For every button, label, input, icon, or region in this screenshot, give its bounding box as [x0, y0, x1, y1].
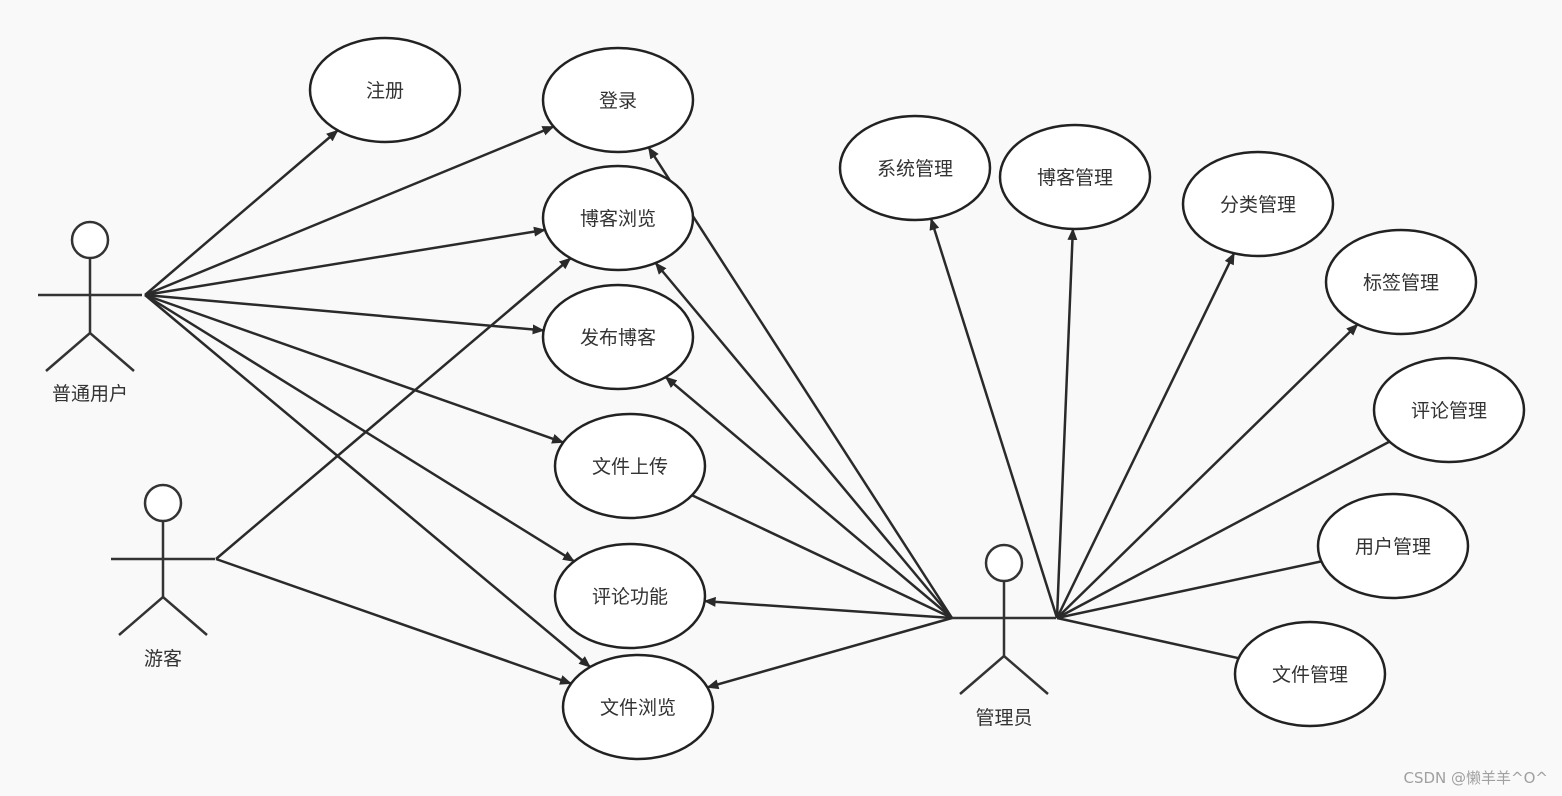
edge-admin-to-file_mgmt — [1056, 616, 1239, 660]
use-case-label: 博客管理 — [1037, 167, 1113, 189]
edge-normal_user-to-comment — [144, 293, 575, 563]
use-case-label: 博客浏览 — [580, 208, 656, 230]
actor-legs — [118, 595, 208, 636]
use-case-blog-browse: 博客浏览 — [541, 164, 695, 272]
edge-guest-to-file_browse — [215, 557, 573, 685]
actor-legs — [45, 331, 135, 372]
actor-legs — [959, 654, 1049, 695]
edge-admin-to-comment — [703, 596, 953, 620]
use-case-file-browse: 文件浏览 — [561, 653, 715, 761]
use-case-label: 文件管理 — [1272, 664, 1348, 686]
actor-head — [70, 220, 110, 260]
edge-admin-to-file_browse — [706, 616, 953, 690]
edge-admin-to-publish_blog — [664, 376, 953, 619]
actor-head — [143, 483, 183, 523]
use-case-label: 登录 — [599, 90, 637, 112]
use-case-label: 标签管理 — [1363, 272, 1439, 294]
use-case-ellipse — [308, 36, 462, 144]
use-case-ellipse — [1316, 492, 1470, 600]
watermark: CSDN @懒羊羊^O^ — [1403, 769, 1548, 787]
use-case-label: 发布博客 — [580, 327, 656, 349]
actor-guest: 游客 — [111, 483, 215, 670]
edge-guest-to-blog_browse — [215, 257, 572, 560]
edge-admin-to-login — [647, 146, 954, 619]
use-case-ellipse — [1233, 620, 1387, 728]
use-case-ellipse — [838, 114, 992, 222]
use-case-file-upload: 文件上传 — [553, 412, 707, 520]
edge-admin-to-user_mgmt — [1056, 560, 1322, 620]
use-case-ellipse — [541, 164, 695, 272]
use-case-label: 评论功能 — [592, 586, 668, 608]
edge-admin-to-blog_mgmt — [1055, 227, 1078, 619]
use-case-tag-mgmt: 标签管理 — [1324, 228, 1478, 336]
use-case-blog-mgmt: 博客管理 — [998, 123, 1152, 231]
edge-normal_user-to-login — [144, 125, 555, 297]
use-case-ellipse — [1181, 150, 1335, 258]
edge-admin-to-tag_mgmt — [1056, 323, 1359, 619]
use-case-system-mgmt: 系统管理 — [838, 114, 992, 222]
edge-normal_user-to-file_browse — [144, 294, 591, 668]
edge-admin-to-file_upload — [691, 494, 953, 620]
edge-admin-to-category_mgmt — [1055, 252, 1236, 619]
use-case-label: 用户管理 — [1355, 536, 1431, 558]
use-case-ellipse — [541, 283, 695, 391]
use-case-ellipse — [1372, 356, 1526, 464]
use-case-ellipse — [553, 412, 707, 520]
use-case-category-mgmt: 分类管理 — [1181, 150, 1335, 258]
edge-admin-to-blog_browse — [654, 262, 953, 619]
actor-admin: 管理员 — [952, 543, 1056, 729]
use-case-user-mgmt: 用户管理 — [1316, 492, 1470, 600]
use-case-publish-blog: 发布博客 — [541, 283, 695, 391]
use-case-label: 文件上传 — [592, 456, 668, 478]
use-case-label: 评论管理 — [1411, 400, 1487, 422]
use-case-file-mgmt: 文件管理 — [1233, 620, 1387, 728]
edges-layer — [144, 125, 1391, 690]
use-case-comment: 评论功能 — [553, 542, 707, 650]
edge-normal_user-to-publish_blog — [144, 293, 545, 335]
use-case-label: 文件浏览 — [600, 697, 676, 719]
use-case-ellipse — [561, 653, 715, 761]
use-case-ellipse — [553, 542, 707, 650]
actor-head — [984, 543, 1024, 583]
actor-label: 游客 — [144, 648, 182, 670]
actor-label: 管理员 — [975, 707, 1032, 729]
use-case-label: 注册 — [366, 80, 404, 102]
use-case-label: 分类管理 — [1220, 194, 1296, 216]
use-case-ellipse — [998, 123, 1152, 231]
use-case-ellipse — [1324, 228, 1478, 336]
use-case-register: 注册 — [308, 36, 462, 144]
use-case-label: 系统管理 — [877, 158, 953, 180]
use-case-ellipse — [541, 46, 695, 154]
use-case-login: 登录 — [541, 46, 695, 154]
edge-admin-to-system_mgmt — [929, 217, 1059, 619]
edge-normal_user-to-file_upload — [144, 293, 565, 444]
actor-label: 普通用户 — [52, 383, 128, 405]
actor-normal-user: 普通用户 — [38, 220, 142, 405]
use-case-comment-mgmt: 评论管理 — [1372, 356, 1526, 464]
edge-normal_user-to-blog_browse — [144, 226, 546, 297]
edge-normal_user-to-register — [144, 129, 339, 296]
edge-admin-to-comment_mgmt — [1056, 440, 1391, 620]
